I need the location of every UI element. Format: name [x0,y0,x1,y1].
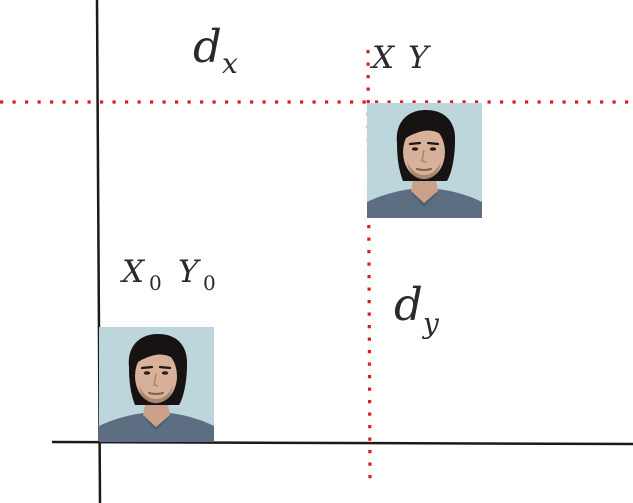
target-coordinate-label: X Y [370,40,431,76]
svg-text:X: X [120,254,146,290]
svg-text:Y: Y [178,254,201,290]
svg-text:y: y [421,307,440,340]
dx-label: d x [193,20,238,80]
svg-text:0: 0 [203,271,216,295]
x-axis [51,440,633,446]
svg-text:x: x [222,47,238,80]
svg-text:d: d [193,20,222,73]
dy-label: d y [394,278,440,340]
svg-text:d: d [394,278,423,331]
origin-portrait-image [97,325,216,444]
svg-text:0: 0 [149,271,162,295]
svg-text:Y: Y [408,40,431,76]
svg-text:X: X [370,40,396,76]
target-portrait-image [365,101,484,220]
vertical-guide-line [366,49,372,481]
origin-coordinate-label: X 0 Y 0 [120,254,216,295]
